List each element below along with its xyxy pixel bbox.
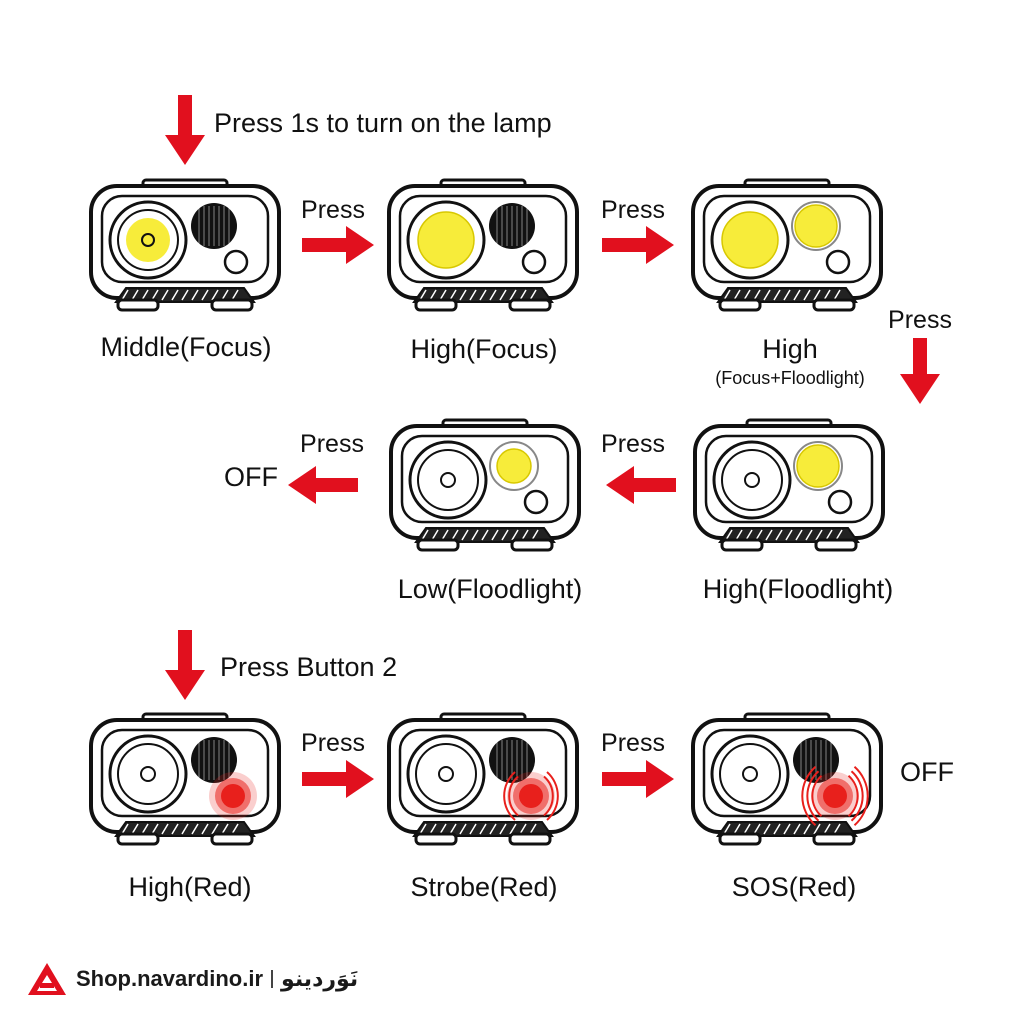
watermark: Shop.navardino.ir نَوَردینو bbox=[26, 958, 358, 1000]
headlamp-foot bbox=[416, 538, 460, 552]
headlamp-foot bbox=[414, 832, 458, 846]
mode-label: Strobe(Red) bbox=[410, 872, 558, 902]
press-label: Press bbox=[301, 196, 365, 224]
button-2 bbox=[503, 771, 559, 821]
flood-lens bbox=[489, 737, 535, 783]
flood-lens bbox=[793, 737, 839, 783]
signal-waves-icon bbox=[801, 766, 869, 826]
headlamp-foot bbox=[508, 832, 552, 846]
headlamp-icon bbox=[691, 178, 883, 312]
down-arrow-icon bbox=[165, 630, 205, 700]
focus-lens bbox=[108, 734, 188, 814]
arrow-shape bbox=[165, 95, 205, 165]
headlamp-icon bbox=[389, 418, 581, 552]
down-arrow-icon bbox=[900, 338, 940, 404]
headlamp-foot bbox=[720, 538, 764, 552]
right-arrow-icon bbox=[302, 226, 374, 264]
headlamp-foot bbox=[812, 832, 856, 846]
signal-waves-icon bbox=[503, 771, 559, 821]
headlamp-icon bbox=[387, 712, 579, 846]
headlamp-foot bbox=[718, 832, 762, 846]
off-label: OFF bbox=[224, 462, 278, 492]
left-arrow-icon bbox=[606, 466, 676, 504]
button-2 bbox=[523, 489, 549, 515]
headlamp-icon bbox=[89, 712, 281, 846]
watermark-separator bbox=[271, 970, 274, 988]
mode-label: High(Red) bbox=[128, 872, 252, 902]
arrow-shape bbox=[602, 226, 674, 264]
arrow-shape bbox=[602, 760, 674, 798]
down-arrow-icon bbox=[165, 95, 205, 165]
headlamp-icon bbox=[89, 178, 281, 312]
headlamp-foot bbox=[210, 832, 254, 846]
navardino-logo-icon bbox=[28, 963, 66, 995]
arrow-shape bbox=[288, 466, 358, 504]
headlamp-foot bbox=[116, 832, 160, 846]
press-label: Press bbox=[888, 306, 952, 334]
headlamp-foot bbox=[414, 298, 458, 312]
press-label: Press bbox=[300, 430, 364, 458]
headlamp-icon bbox=[691, 712, 883, 846]
press-label: Press bbox=[601, 729, 665, 757]
flood-lens bbox=[791, 201, 841, 251]
arrow-shape bbox=[606, 466, 676, 504]
headlamp-foot bbox=[718, 298, 762, 312]
mode-label: Low(Floodlight) bbox=[397, 574, 583, 604]
mode-label: High(Focus) bbox=[410, 334, 558, 364]
right-arrow-icon bbox=[602, 760, 674, 798]
button-2 bbox=[825, 249, 851, 275]
headlamp-foot bbox=[116, 298, 160, 312]
focus-lens bbox=[406, 200, 486, 280]
right-arrow-icon bbox=[302, 760, 374, 798]
left-arrow-icon bbox=[288, 466, 358, 504]
watermark-site: Shop.navardino.ir bbox=[76, 966, 264, 991]
headlamp-icon bbox=[693, 418, 885, 552]
headlamp-icon bbox=[387, 178, 579, 312]
mode-label: High bbox=[762, 334, 818, 364]
button-2 bbox=[827, 489, 853, 515]
headlamp-foot bbox=[812, 298, 856, 312]
focus-lens bbox=[710, 200, 790, 280]
arrow-shape bbox=[302, 760, 374, 798]
press-label: Press bbox=[601, 430, 665, 458]
mode-label: High(Floodlight) bbox=[702, 574, 894, 604]
button-2 bbox=[209, 772, 257, 820]
focus-lens bbox=[710, 734, 790, 814]
flood-lens bbox=[191, 737, 237, 783]
focus-lens bbox=[406, 734, 486, 814]
flood-lens bbox=[191, 203, 237, 249]
mode-label: SOS(Red) bbox=[731, 872, 857, 902]
arrow-shape bbox=[165, 630, 205, 700]
button-2 bbox=[521, 249, 547, 275]
press-label: Press bbox=[601, 196, 665, 224]
headlamp-foot bbox=[814, 538, 858, 552]
arrow-shape bbox=[900, 338, 940, 404]
flood-lens bbox=[489, 203, 535, 249]
focus-lens bbox=[712, 440, 792, 520]
mode-sublabel: (Focus+Floodlight) bbox=[715, 368, 865, 388]
button-2 bbox=[223, 249, 249, 275]
flood-lens bbox=[489, 441, 539, 491]
headlamp-foot bbox=[210, 298, 254, 312]
headlamp-foot bbox=[510, 538, 554, 552]
focus-lens bbox=[408, 440, 488, 520]
mode-label: Middle(Focus) bbox=[100, 332, 272, 362]
instruction-main: Press 1s to turn on the lamp bbox=[214, 108, 552, 138]
instruction-button2: Press Button 2 bbox=[220, 652, 398, 682]
focus-lens bbox=[108, 200, 188, 280]
right-arrow-icon bbox=[602, 226, 674, 264]
button-2 bbox=[801, 766, 869, 826]
press-label: Press bbox=[301, 729, 365, 757]
arrow-shape bbox=[302, 226, 374, 264]
flood-lens bbox=[793, 441, 843, 491]
watermark-brand: نَوَردینو bbox=[281, 966, 359, 991]
off-label: OFF bbox=[900, 757, 954, 787]
headlamp-foot bbox=[508, 298, 552, 312]
